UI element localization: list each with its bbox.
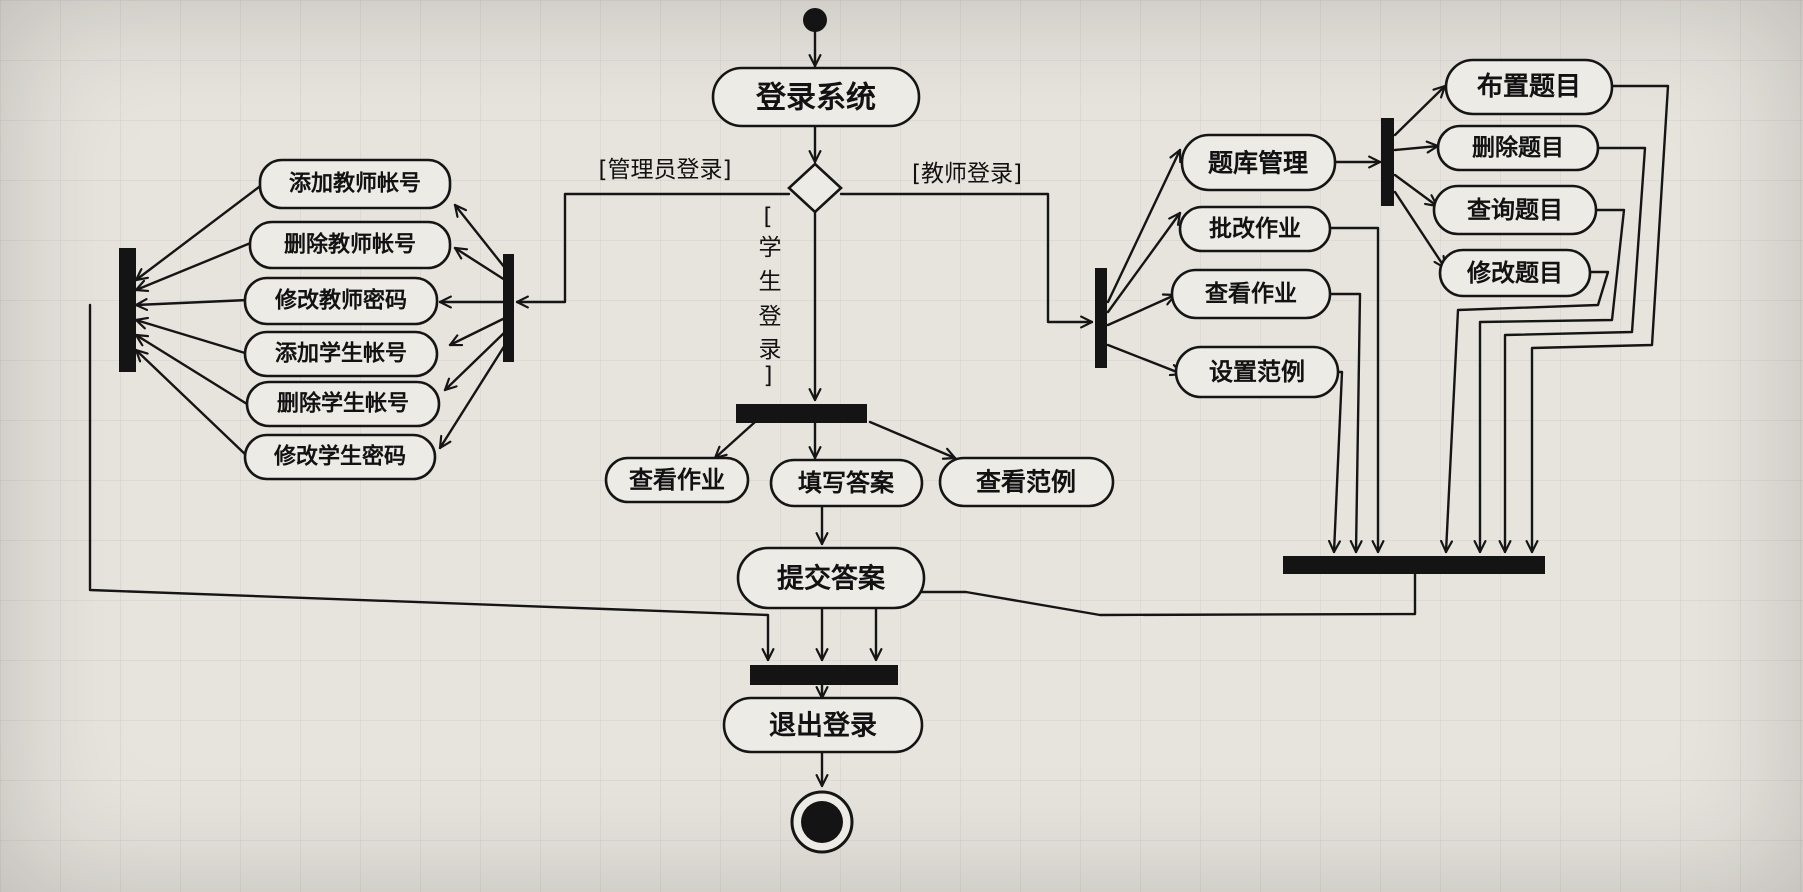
add-student-account-box — [243, 330, 439, 378]
admin-join-bar — [119, 248, 136, 372]
fill-answer-box — [769, 458, 924, 508]
modify-student-password-label: 修改学生密码 — [273, 444, 406, 470]
edge-teacher-join-final — [869, 572, 1417, 662]
edge-teacher-fork-set-example — [1106, 343, 1184, 377]
edge-admin-fork-modify-student — [438, 343, 507, 450]
delete-question-label: 删除题目 — [1472, 134, 1564, 161]
edge-sub-fork-modify — [1393, 190, 1447, 270]
edge-set-example-teacher-join — [1327, 370, 1344, 554]
action-labels: 登录系统 添加教师帐号 删除教师帐号 修改教师密码 添加学生帐号 删除学生帐号 … — [273, 72, 1581, 742]
fill-answer-label: 填写答案 — [798, 469, 895, 497]
add-teacher-account-box — [258, 158, 452, 210]
admin-fork-bar — [503, 254, 514, 362]
edge-admin-join-final — [88, 303, 775, 662]
grade-homework-box — [1178, 205, 1332, 253]
assign-question-label: 布置题目 — [1477, 72, 1581, 102]
action-boxes — [243, 58, 1614, 754]
final-node — [790, 790, 854, 854]
question-bank-management-label: 题库管理 — [1208, 149, 1308, 178]
set-example-box — [1174, 345, 1340, 399]
add-student-account-label: 添加学生帐号 — [275, 341, 407, 367]
edge-decision-teacher-fork — [839, 192, 1094, 329]
edge-delete-student-join — [134, 333, 249, 406]
modify-teacher-password-label: 修改教师密码 — [274, 288, 407, 314]
edge-student-fork-view-example — [868, 420, 957, 460]
modify-question-box — [1438, 248, 1592, 298]
decision-node — [787, 162, 843, 214]
assign-question-box — [1444, 58, 1614, 116]
teacher-fork-bar — [1095, 268, 1107, 368]
edge-admin-fork-add-teacher — [453, 203, 507, 270]
set-example-label: 设置范例 — [1209, 358, 1305, 386]
query-question-label: 查询题目 — [1467, 196, 1563, 224]
student-login-guard-char: 生 — [759, 269, 782, 295]
edge-delete-teacher-join — [1498, 146, 1647, 554]
add-teacher-account-label: 添加教师帐号 — [289, 171, 421, 197]
view-homework-teacher-box — [1170, 268, 1332, 320]
grade-homework-label: 批改作业 — [1209, 216, 1301, 242]
login-system-box — [711, 66, 921, 128]
submit-answer-box — [736, 546, 926, 610]
view-example-student-label: 查看范例 — [976, 468, 1076, 497]
query-question-box — [1432, 184, 1598, 236]
edge-modify-teacher-join — [134, 298, 250, 312]
modify-teacher-password-box — [243, 276, 439, 326]
delete-student-account-label: 删除学生帐号 — [277, 391, 409, 417]
admin-login-guard: [管理员登录] — [599, 157, 732, 183]
view-homework-student-box — [604, 456, 750, 504]
edge-query-teacher-join — [1473, 208, 1626, 554]
edge-view-homework-teacher-join — [1328, 292, 1363, 554]
guard-labels: [管理员登录] [教师登录] [ 学 生 登 录 ] — [599, 157, 1022, 389]
edge-admin-fork-delete-teacher — [453, 246, 507, 282]
delete-student-account-box — [245, 380, 441, 428]
edge-decision-admin-fork — [515, 192, 791, 309]
edge-delete-teacher-join — [134, 240, 255, 292]
initial-node — [803, 8, 827, 32]
question-bank-management-box — [1180, 133, 1337, 192]
modify-question-label: 修改题目 — [1466, 259, 1563, 287]
connectors — [88, 24, 1670, 788]
edge-teacher-fork-grade — [1106, 211, 1182, 314]
view-homework-student-label: 查看作业 — [629, 466, 725, 494]
delete-teacher-account-label: 删除教师帐号 — [284, 232, 416, 258]
teacher-join-bar — [1283, 556, 1545, 574]
modify-student-password-box — [243, 433, 437, 481]
logout-label: 退出登录 — [769, 711, 877, 742]
edge-assign-teacher-join — [1525, 84, 1670, 554]
student-login-guard-char: 录 — [759, 337, 782, 363]
teacher-login-guard: [教师登录] — [912, 161, 1022, 187]
edge-add-student-join — [134, 316, 247, 355]
edge-admin-fork-delete-student — [443, 330, 507, 392]
view-homework-teacher-label: 查看作业 — [1205, 281, 1297, 307]
edge-teacher-fork-question-bank — [1106, 148, 1182, 304]
edge-add-teacher-join — [134, 182, 265, 282]
submit-answer-label: 提交答案 — [777, 563, 886, 595]
student-login-guard-char: [ — [764, 204, 773, 230]
login-system-label: 登录系统 — [755, 81, 876, 116]
edge-student-fork-view-homework — [713, 420, 757, 460]
question-sub-fork-bar — [1381, 118, 1394, 206]
student-login-guard-char: 登 — [759, 304, 782, 330]
edge-sub-fork-assign — [1393, 84, 1447, 137]
edge-teacher-fork-view-homework — [1106, 293, 1177, 327]
student-login-guard: [ 学 生 登 录 ] — [759, 204, 782, 389]
edge-sub-fork-delete — [1393, 140, 1440, 154]
logout-box — [722, 696, 924, 754]
student-login-guard-char: ] — [764, 363, 773, 389]
student-login-guard-char: 学 — [759, 235, 782, 261]
edge-grade-teacher-join — [1328, 226, 1385, 554]
delete-teacher-account-box — [248, 220, 452, 270]
edge-modify-student-join — [134, 348, 249, 458]
edge-modify-teacher-join — [1440, 270, 1610, 554]
delete-question-box — [1436, 124, 1600, 172]
control-nodes — [119, 8, 1545, 854]
student-fork-bar — [736, 404, 867, 423]
edge-sub-fork-query — [1393, 173, 1439, 208]
edge-admin-fork-add-student — [448, 316, 507, 347]
final-join-bar — [750, 665, 898, 685]
view-example-student-box — [938, 456, 1115, 508]
